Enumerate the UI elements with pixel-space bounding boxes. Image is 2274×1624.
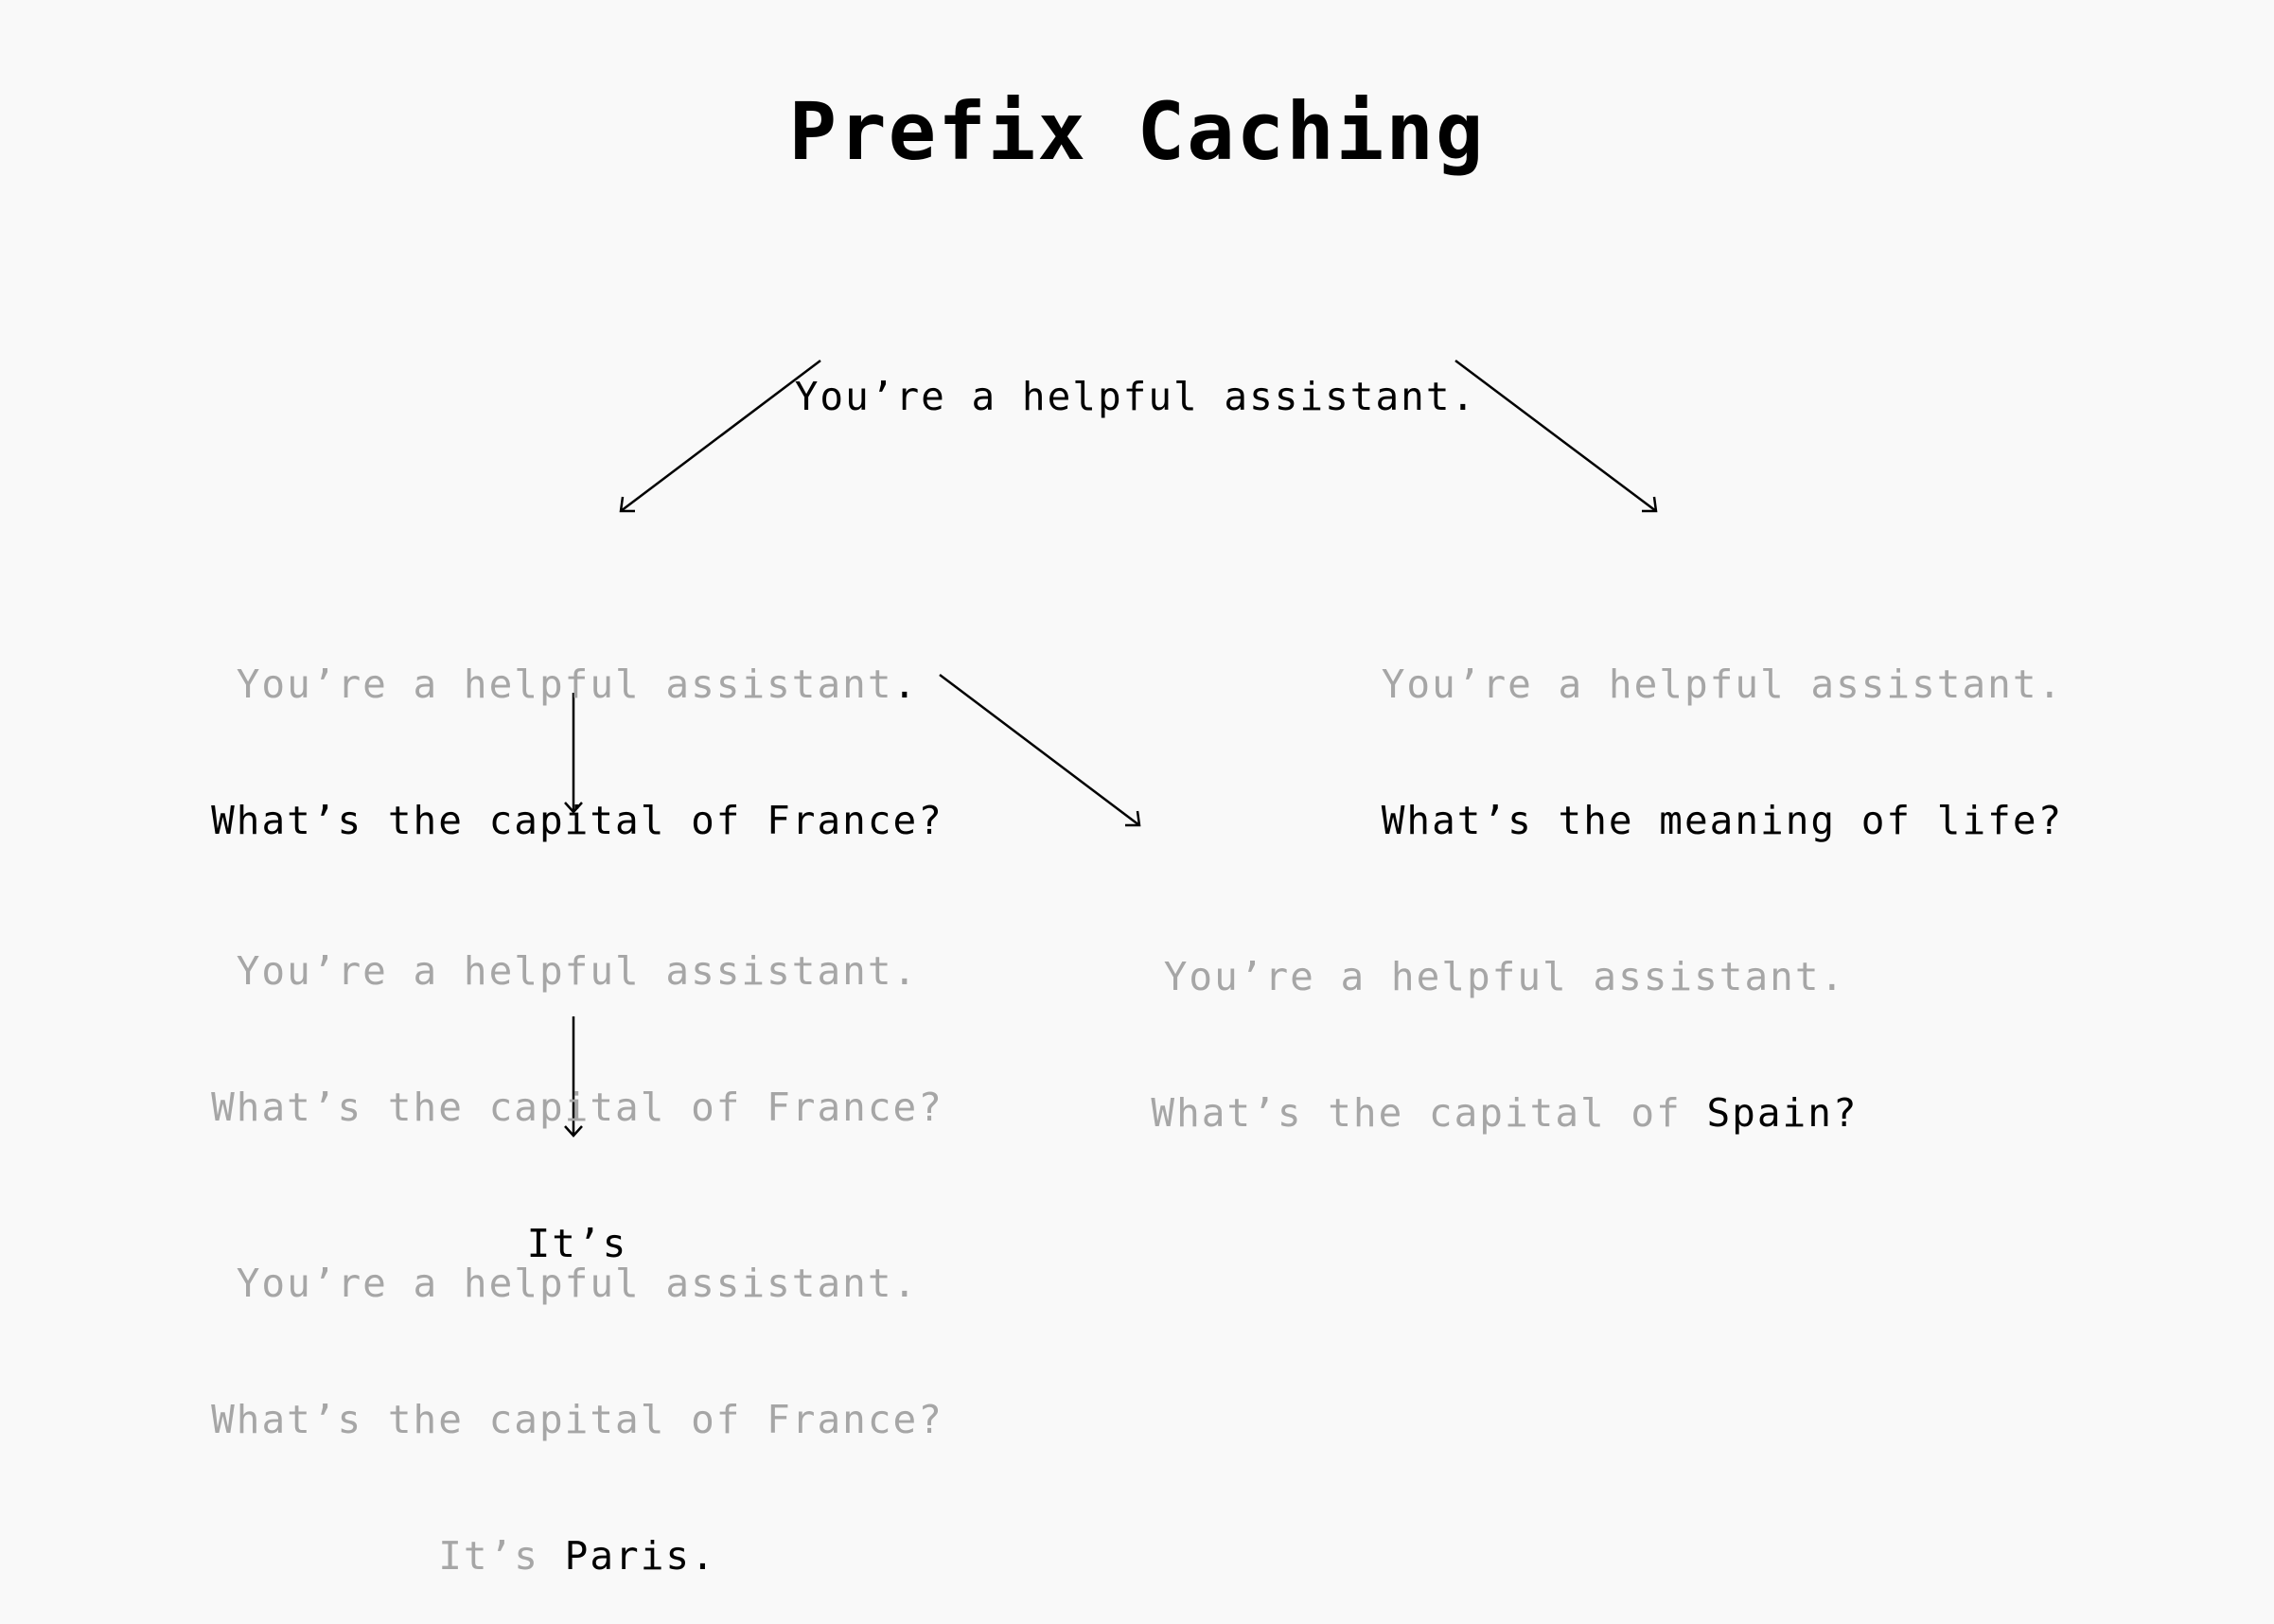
node-its-line-3: It’s — [526, 1221, 628, 1266]
cached-text: It’s — [438, 1533, 565, 1579]
node-life: You’re a helpful assistant. What’s the m… — [1296, 571, 2148, 889]
node-france-line-2: What’s the capital of France? — [211, 798, 943, 843]
node-france: You’re a helpful assistant. What’s the c… — [151, 571, 1003, 889]
node-paris: You’re a helpful assistant. What’s the c… — [151, 1170, 1003, 1624]
cached-text: What’s the capital of — [1151, 1090, 1707, 1136]
node-spain: You’re a helpful assistant. What’s the c… — [1079, 863, 1930, 1181]
node-spain-line-1: You’re a helpful assistant. — [1163, 954, 1846, 999]
node-root-line-1: You’re a helpful assistant. — [794, 374, 1477, 419]
node-root: You’re a helpful assistant. — [710, 283, 1561, 465]
node-its: You’re a helpful assistant. What’s the c… — [151, 857, 1003, 1312]
node-its-line-1: You’re a helpful assistant. — [236, 948, 919, 994]
node-france-line-1: You’re a helpful assistant. — [151, 662, 1003, 707]
node-paris-line-3: It’s Paris. — [151, 1533, 1003, 1579]
node-paris-line-1: You’re a helpful assistant. — [236, 1261, 919, 1306]
node-paris-line-2: What’s the capital of France? — [211, 1397, 943, 1442]
cached-text: You’re a helpful assistant — [236, 662, 893, 707]
new-text: . — [892, 662, 919, 707]
new-text: Paris. — [564, 1533, 716, 1579]
new-text: Spain? — [1706, 1090, 1859, 1136]
node-its-line-2: What’s the capital of France? — [211, 1085, 943, 1130]
diagram-title: Prefix Caching — [788, 85, 1486, 178]
node-spain-line-2: What’s the capital of Spain? — [1079, 1090, 1930, 1136]
node-life-line-2: What’s the meaning of life? — [1381, 798, 2064, 843]
node-life-line-1: You’re a helpful assistant. — [1381, 662, 2064, 707]
